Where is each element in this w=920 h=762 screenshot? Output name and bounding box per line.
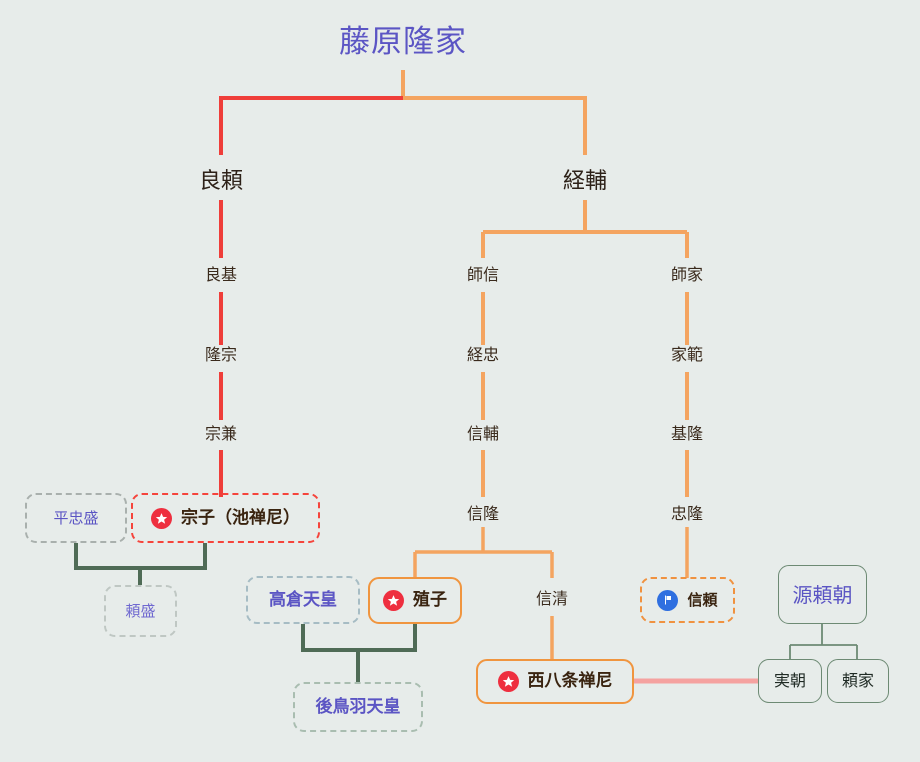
- star-icon: [497, 671, 519, 692]
- node-nishihachijo[interactable]: 西八条禅尼: [476, 659, 634, 704]
- node-nobukiyo[interactable]: 信清: [517, 585, 587, 613]
- node-mototaka[interactable]: 基隆: [652, 420, 722, 448]
- star-icon: [151, 507, 172, 529]
- node-tadataka-label: 忠隆: [670, 504, 703, 523]
- node-munekane-label: 宗兼: [204, 424, 237, 443]
- node-tsunetada[interactable]: 経忠: [448, 341, 518, 369]
- node-shokushi-label: 殖子: [413, 590, 447, 610]
- node-yoshiyori[interactable]: 良頼: [176, 165, 266, 199]
- node-shokushi[interactable]: 殖子: [368, 577, 462, 624]
- node-nobukiyo-label: 信清: [535, 589, 568, 608]
- node-mototaka-label: 基隆: [670, 424, 703, 443]
- node-nobusuke-label: 信輔: [466, 424, 499, 443]
- node-takamune-label: 隆宗: [204, 345, 237, 364]
- node-moroie-label: 師家: [670, 265, 703, 284]
- node-muneko-label: 宗子（池禅尼）: [181, 507, 300, 528]
- star-icon: [383, 590, 404, 611]
- diagram-title: 藤原隆家: [300, 20, 506, 64]
- node-takakura[interactable]: 高倉天皇: [246, 576, 360, 624]
- node-yorimori[interactable]: 頼盛: [104, 585, 177, 637]
- node-takamune[interactable]: 隆宗: [186, 341, 256, 369]
- node-yoshimoto-label: 良基: [204, 265, 237, 284]
- node-tsunetada-label: 経忠: [466, 345, 499, 364]
- node-yoritomo-label: 源頼朝: [792, 582, 853, 607]
- node-gotoba-label: 後鳥羽天皇: [315, 696, 401, 717]
- node-nobutaka-label: 信隆: [466, 504, 499, 523]
- node-tsunesuke-label: 経輔: [562, 169, 607, 194]
- node-takakura-label: 高倉天皇: [269, 589, 337, 610]
- node-moronobu[interactable]: 師信: [448, 261, 518, 289]
- node-tadataka[interactable]: 忠隆: [652, 500, 722, 528]
- node-munekane[interactable]: 宗兼: [186, 420, 256, 448]
- node-nishihachijo-label: 西八条禅尼: [527, 671, 613, 691]
- diagram-title-label: 藤原隆家: [339, 23, 467, 60]
- node-nobutaka[interactable]: 信隆: [448, 500, 518, 528]
- node-yoshimoto[interactable]: 良基: [186, 261, 256, 289]
- node-moroie[interactable]: 師家: [652, 261, 722, 289]
- node-gotoba[interactable]: 後鳥羽天皇: [293, 682, 423, 732]
- node-muneko[interactable]: 宗子（池禅尼）: [131, 493, 320, 543]
- node-tsunesuke[interactable]: 経輔: [540, 165, 630, 199]
- node-tadamori[interactable]: 平忠盛: [25, 493, 127, 543]
- node-ienori[interactable]: 家範: [652, 341, 722, 369]
- node-yoritomo[interactable]: 源頼朝: [778, 565, 867, 624]
- node-tadamori-label: 平忠盛: [53, 508, 99, 527]
- node-yoshiyori-label: 良頼: [198, 169, 243, 194]
- node-moronobu-label: 師信: [466, 265, 499, 284]
- node-nobuyori-label: 信頼: [687, 590, 718, 609]
- node-sanetomo-label: 実朝: [773, 671, 806, 690]
- node-yoriie-label: 頼家: [841, 671, 874, 690]
- node-ienori-label: 家範: [670, 345, 703, 364]
- flag-icon: [657, 589, 679, 611]
- node-sanetomo[interactable]: 実朝: [758, 659, 822, 703]
- node-nobuyori[interactable]: 信頼: [640, 577, 735, 623]
- node-nobusuke[interactable]: 信輔: [448, 420, 518, 448]
- node-yorimori-label: 頼盛: [125, 601, 156, 620]
- node-yoriie[interactable]: 頼家: [827, 659, 889, 703]
